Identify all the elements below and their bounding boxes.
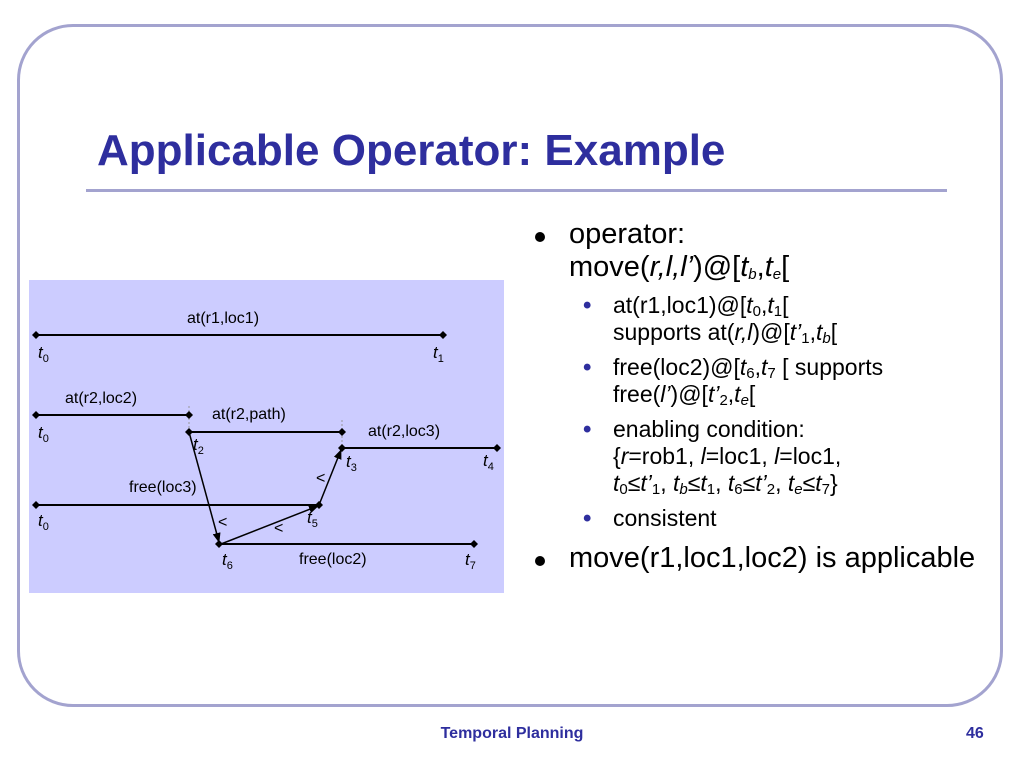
arrow-t5-t3 [318, 449, 342, 506]
arrow-t6-t5 [220, 505, 319, 545]
marker-path-end [338, 428, 346, 436]
timeline-diagram: at(r1,loc1) at(r2,loc2) at(r2,path) at(r… [29, 280, 504, 593]
fluent-free-loc3: free(loc3) [129, 479, 197, 496]
timepoint-t0-c: t0 [38, 511, 49, 533]
relation-lt-t5-t3: < [316, 470, 326, 487]
sub-bullet-dot-icon: • [583, 354, 592, 381]
fluent-at-r2-loc2: at(r2,loc2) [65, 390, 138, 407]
bullet-operator: operator: move(r,l,l’)@[tb,te[ [533, 218, 988, 284]
marker-t3 [338, 444, 346, 452]
marker-t0-b [32, 411, 40, 419]
footer-title: Temporal Planning [440, 725, 584, 742]
sub-bullet-dot-icon: • [583, 416, 592, 443]
timepoint-t4: t4 [483, 451, 494, 473]
sub-bullet-dot-icon: • [583, 292, 592, 319]
page-number: 46 [966, 725, 984, 742]
fluent-at-r2-loc3: at(r2,loc3) [368, 423, 441, 440]
marker-t1 [439, 331, 447, 339]
sub-bullet-dot-icon: • [583, 505, 592, 532]
bullet-applicable: move(r1,loc1,loc2) is applicable [533, 542, 988, 575]
marker-t0-a [32, 331, 40, 339]
arrow-t2-t6 [188, 431, 221, 543]
fluent-free-loc2: free(loc2) [299, 551, 367, 568]
slide-frame [17, 24, 1003, 707]
timepoint-t2: t2 [193, 435, 204, 457]
marker-t5 [315, 501, 323, 509]
title-underline [86, 189, 947, 192]
timepoint-t7: t7 [465, 550, 476, 572]
timepoint-t0-b: t0 [38, 423, 49, 445]
timepoint-t5: t5 [307, 508, 318, 530]
marker-t2 [185, 428, 193, 436]
fluent-at-r2-path: at(r2,path) [212, 406, 286, 423]
sub-bullet-at-r1-loc1: • at(r1,loc1)@[t0,t1[ supports at(r,l)@[… [583, 292, 838, 347]
marker-t4 [493, 444, 501, 452]
sub-bullet-consistent: • consistent [583, 505, 717, 532]
fluent-at-r1-loc1: at(r1,loc1) [187, 310, 260, 327]
bullet-list: operator: move(r,l,l’)@[tb,te[ • at(r1,l… [533, 218, 988, 575]
timepoint-t1: t1 [433, 343, 444, 365]
sub-bullet-enabling-condition: • enabling condition: {r=rob1, l=loc1, l… [583, 416, 842, 498]
timeline-lines [32, 331, 501, 548]
sub-bullet-free-loc2: • free(loc2)@[t6,t7 [ supports free(l’)@… [583, 354, 884, 409]
timepoint-t3: t3 [346, 452, 357, 474]
marker-t0-c [32, 501, 40, 509]
timepoint-t6: t6 [222, 550, 233, 572]
slide-title: Applicable Operator: Example [97, 126, 726, 175]
relation-lt-t6-t5: < [274, 520, 284, 537]
bullet-dot-icon [535, 232, 545, 242]
bullet-dot-icon [535, 556, 545, 566]
relation-lt-t2-t6: < [218, 514, 228, 531]
timepoint-t0-a: t0 [38, 343, 49, 365]
marker-loc2-end [185, 411, 193, 419]
marker-t6 [215, 540, 223, 548]
marker-t7 [470, 540, 478, 548]
